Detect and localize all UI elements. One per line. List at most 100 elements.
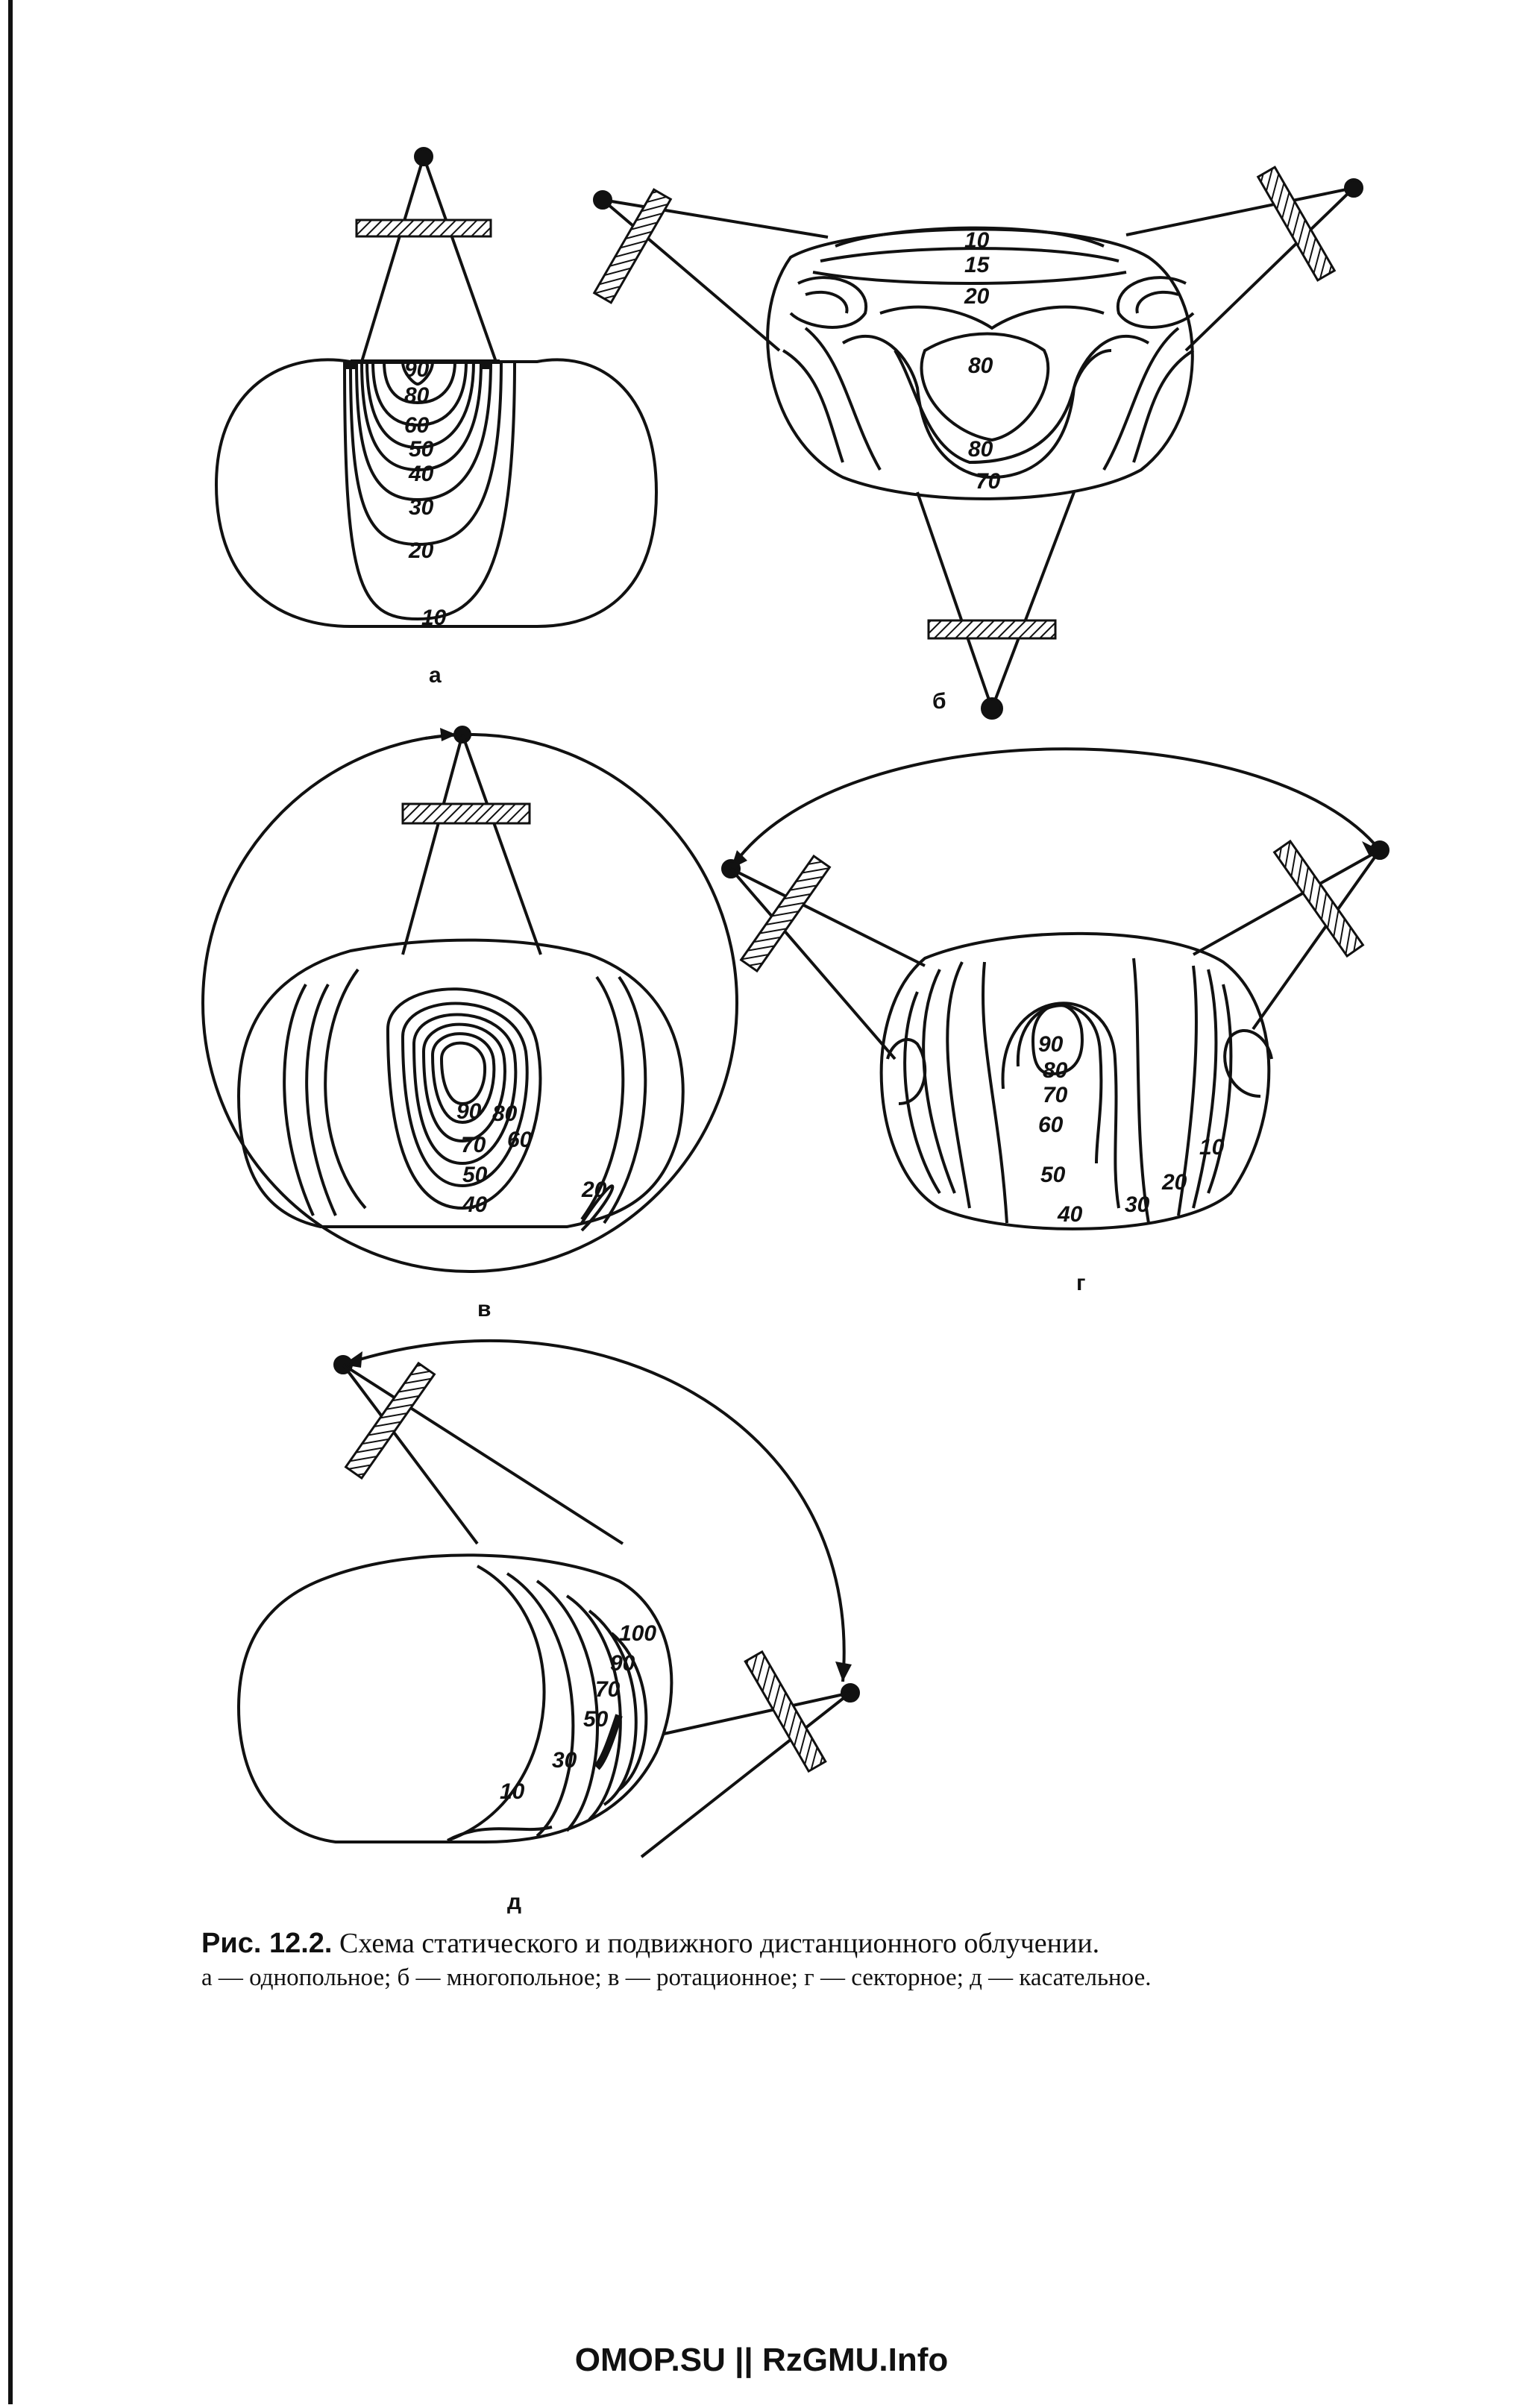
panel-g-isodose-label: 60 — [1038, 1113, 1064, 1137]
panel-a-single-field — [214, 147, 659, 628]
panel-d-isodose-label: 30 — [552, 1748, 577, 1773]
panel-a-isodose-10 — [343, 361, 516, 621]
panel-d-isodose-70 — [565, 1594, 622, 1821]
panel-v-isodose-label: 50 — [462, 1163, 488, 1187]
panel-b-letter: б — [932, 689, 946, 714]
footer-source: OMOP.SU || RzGMU.Info — [574, 2342, 949, 2378]
panel-d-labels: 100 90 70 50 30 10 д — [500, 1621, 656, 1914]
panel-g-isodose-label: 70 — [1043, 1083, 1068, 1107]
caption-title: Схема статического и подвижного дистанци… — [339, 1928, 1100, 1959]
panel-a-source-point — [414, 147, 433, 166]
panel-b-source-left — [593, 190, 612, 210]
panel-g-isodose-label: 30 — [1125, 1192, 1150, 1217]
panel-b-collimator-bottom — [927, 619, 1057, 640]
panel-b-source-bottom — [981, 697, 1003, 720]
panel-v-isodose-label: 70 — [461, 1133, 486, 1157]
panel-d-isodose-100 — [610, 1632, 648, 1791]
panel-b-isodose-80-lower — [894, 349, 1112, 465]
panel-d-collimator-right — [744, 1650, 827, 1773]
panel-g-body-outline — [879, 931, 1271, 1230]
panel-a-isodose-label: 50 — [409, 437, 434, 462]
panel-v-isodose-40 — [386, 987, 542, 1210]
figure-caption: Рис. 12.2. Схема статического и подвижно… — [201, 1926, 1425, 1994]
panel-g-isodose-label: 10 — [1199, 1135, 1225, 1160]
panel-a-isodose-20 — [349, 361, 503, 547]
panel-a-isodose-label: 90 — [404, 357, 430, 382]
panel-b-collimator-left — [592, 188, 673, 304]
panel-b-isodose-15 — [820, 247, 1120, 263]
panel-g-letter: г — [1076, 1271, 1086, 1295]
panel-d-tangential — [236, 1339, 860, 1858]
panel-v-isodose-label: 90 — [456, 1099, 482, 1124]
panel-d-isodose-label: 10 — [500, 1779, 525, 1804]
panel-v-isodose-label: 20 — [581, 1178, 607, 1202]
panel-a-isodose-label: 60 — [404, 413, 430, 438]
panel-g-isodose-label: 90 — [1038, 1032, 1064, 1057]
caption-title-line: Рис. 12.2. Схема статического и подвижно… — [201, 1926, 1425, 1961]
panel-d-collimator-top — [344, 1361, 436, 1480]
panel-v-isodose-70 — [421, 1022, 506, 1143]
panel-d-isodose-90 — [588, 1609, 638, 1806]
panel-a-isodose-label: 40 — [408, 462, 434, 486]
panel-v-isodose-90 — [439, 1041, 487, 1106]
panel-a-isodose-label: 80 — [404, 383, 430, 408]
panel-g-sector — [721, 747, 1389, 1230]
panel-v-letter: в — [477, 1297, 491, 1321]
panel-b-multi-field — [592, 166, 1363, 720]
panel-a-isodose-label: 10 — [421, 606, 447, 630]
panel-b-isodose-80-inner — [920, 332, 1050, 442]
panel-g-labels: 90 80 70 60 50 40 30 20 10 г — [1038, 1032, 1225, 1295]
panel-b-source-right — [1344, 178, 1363, 198]
panel-d-isodose-10 — [447, 1565, 546, 1842]
panel-a-isodose-label: 20 — [408, 538, 434, 563]
panel-b-isodose-label: 80 — [968, 437, 993, 462]
panel-d-isodose-50 — [536, 1579, 599, 1832]
panel-b-isodose-label: 10 — [964, 228, 990, 253]
panel-g-isodose-60 — [982, 961, 1008, 1224]
panel-a-isodose-80 — [383, 361, 456, 405]
panel-a-isodose-50 — [365, 361, 475, 450]
panel-d-isodose-30 — [506, 1572, 575, 1838]
panel-g-isodose-label: 80 — [1043, 1058, 1068, 1083]
panel-v-isodose-label: 80 — [492, 1101, 518, 1126]
panel-v-labels: 90 80 60 70 50 40 20 в — [456, 1099, 607, 1321]
panel-v-body-outline — [236, 938, 685, 1228]
panel-v-isodose-80 — [430, 1032, 496, 1125]
panel-b-isodose-label: 80 — [968, 353, 993, 378]
caption-legend: а — однопольное; б — многопольное; в — р… — [201, 1964, 1152, 1991]
panel-d-isodose-label: 100 — [619, 1621, 656, 1646]
panel-g-collimator-left — [739, 854, 832, 973]
panel-v-collimator — [401, 802, 531, 825]
panel-g-collimator-right — [1272, 839, 1365, 958]
panel-b-isodose-label: 70 — [976, 469, 1001, 494]
panel-d-isodose-label: 50 — [583, 1707, 609, 1732]
panel-v-isodose-20 — [580, 1184, 615, 1232]
panel-a-body-outline — [214, 358, 659, 628]
panel-v-isodose-50 — [401, 1002, 529, 1188]
panel-g-isodose-50 — [1132, 958, 1150, 1224]
panel-b-labels: 10 15 20 80 80 70 б — [932, 228, 1001, 714]
panel-g-isodose-label: 20 — [1161, 1170, 1187, 1195]
panel-b-isodose-label: 15 — [964, 253, 990, 277]
panel-d-body-outline — [236, 1553, 673, 1843]
panel-a-isodose-60 — [371, 361, 468, 427]
panel-v-rotational — [201, 726, 738, 1273]
panel-g-isodose-80 — [1016, 1004, 1103, 1164]
panel-v-isodose-label: 60 — [507, 1128, 533, 1152]
panel-a-letter: а — [429, 663, 442, 688]
panel-a-collimator — [355, 219, 492, 238]
panel-g-sector-arc — [729, 747, 1381, 870]
panel-d-isodose-label: 90 — [610, 1651, 635, 1676]
panel-d-arc — [342, 1339, 846, 1682]
panel-b-isodose-10 — [835, 226, 1105, 248]
panel-g-isodose-70 — [1001, 1002, 1120, 1209]
panel-a-isodose-90 — [401, 361, 434, 386]
caption-prefix: Рис. 12.2. — [201, 1928, 333, 1959]
panel-b-isodose-label: 20 — [964, 284, 990, 309]
panel-v-isodose-label: 40 — [462, 1192, 488, 1217]
panel-v-isodose-60 — [412, 1013, 518, 1166]
panel-a-isodose-40 — [360, 361, 483, 472]
panel-g-isodose-label: 50 — [1040, 1163, 1066, 1187]
